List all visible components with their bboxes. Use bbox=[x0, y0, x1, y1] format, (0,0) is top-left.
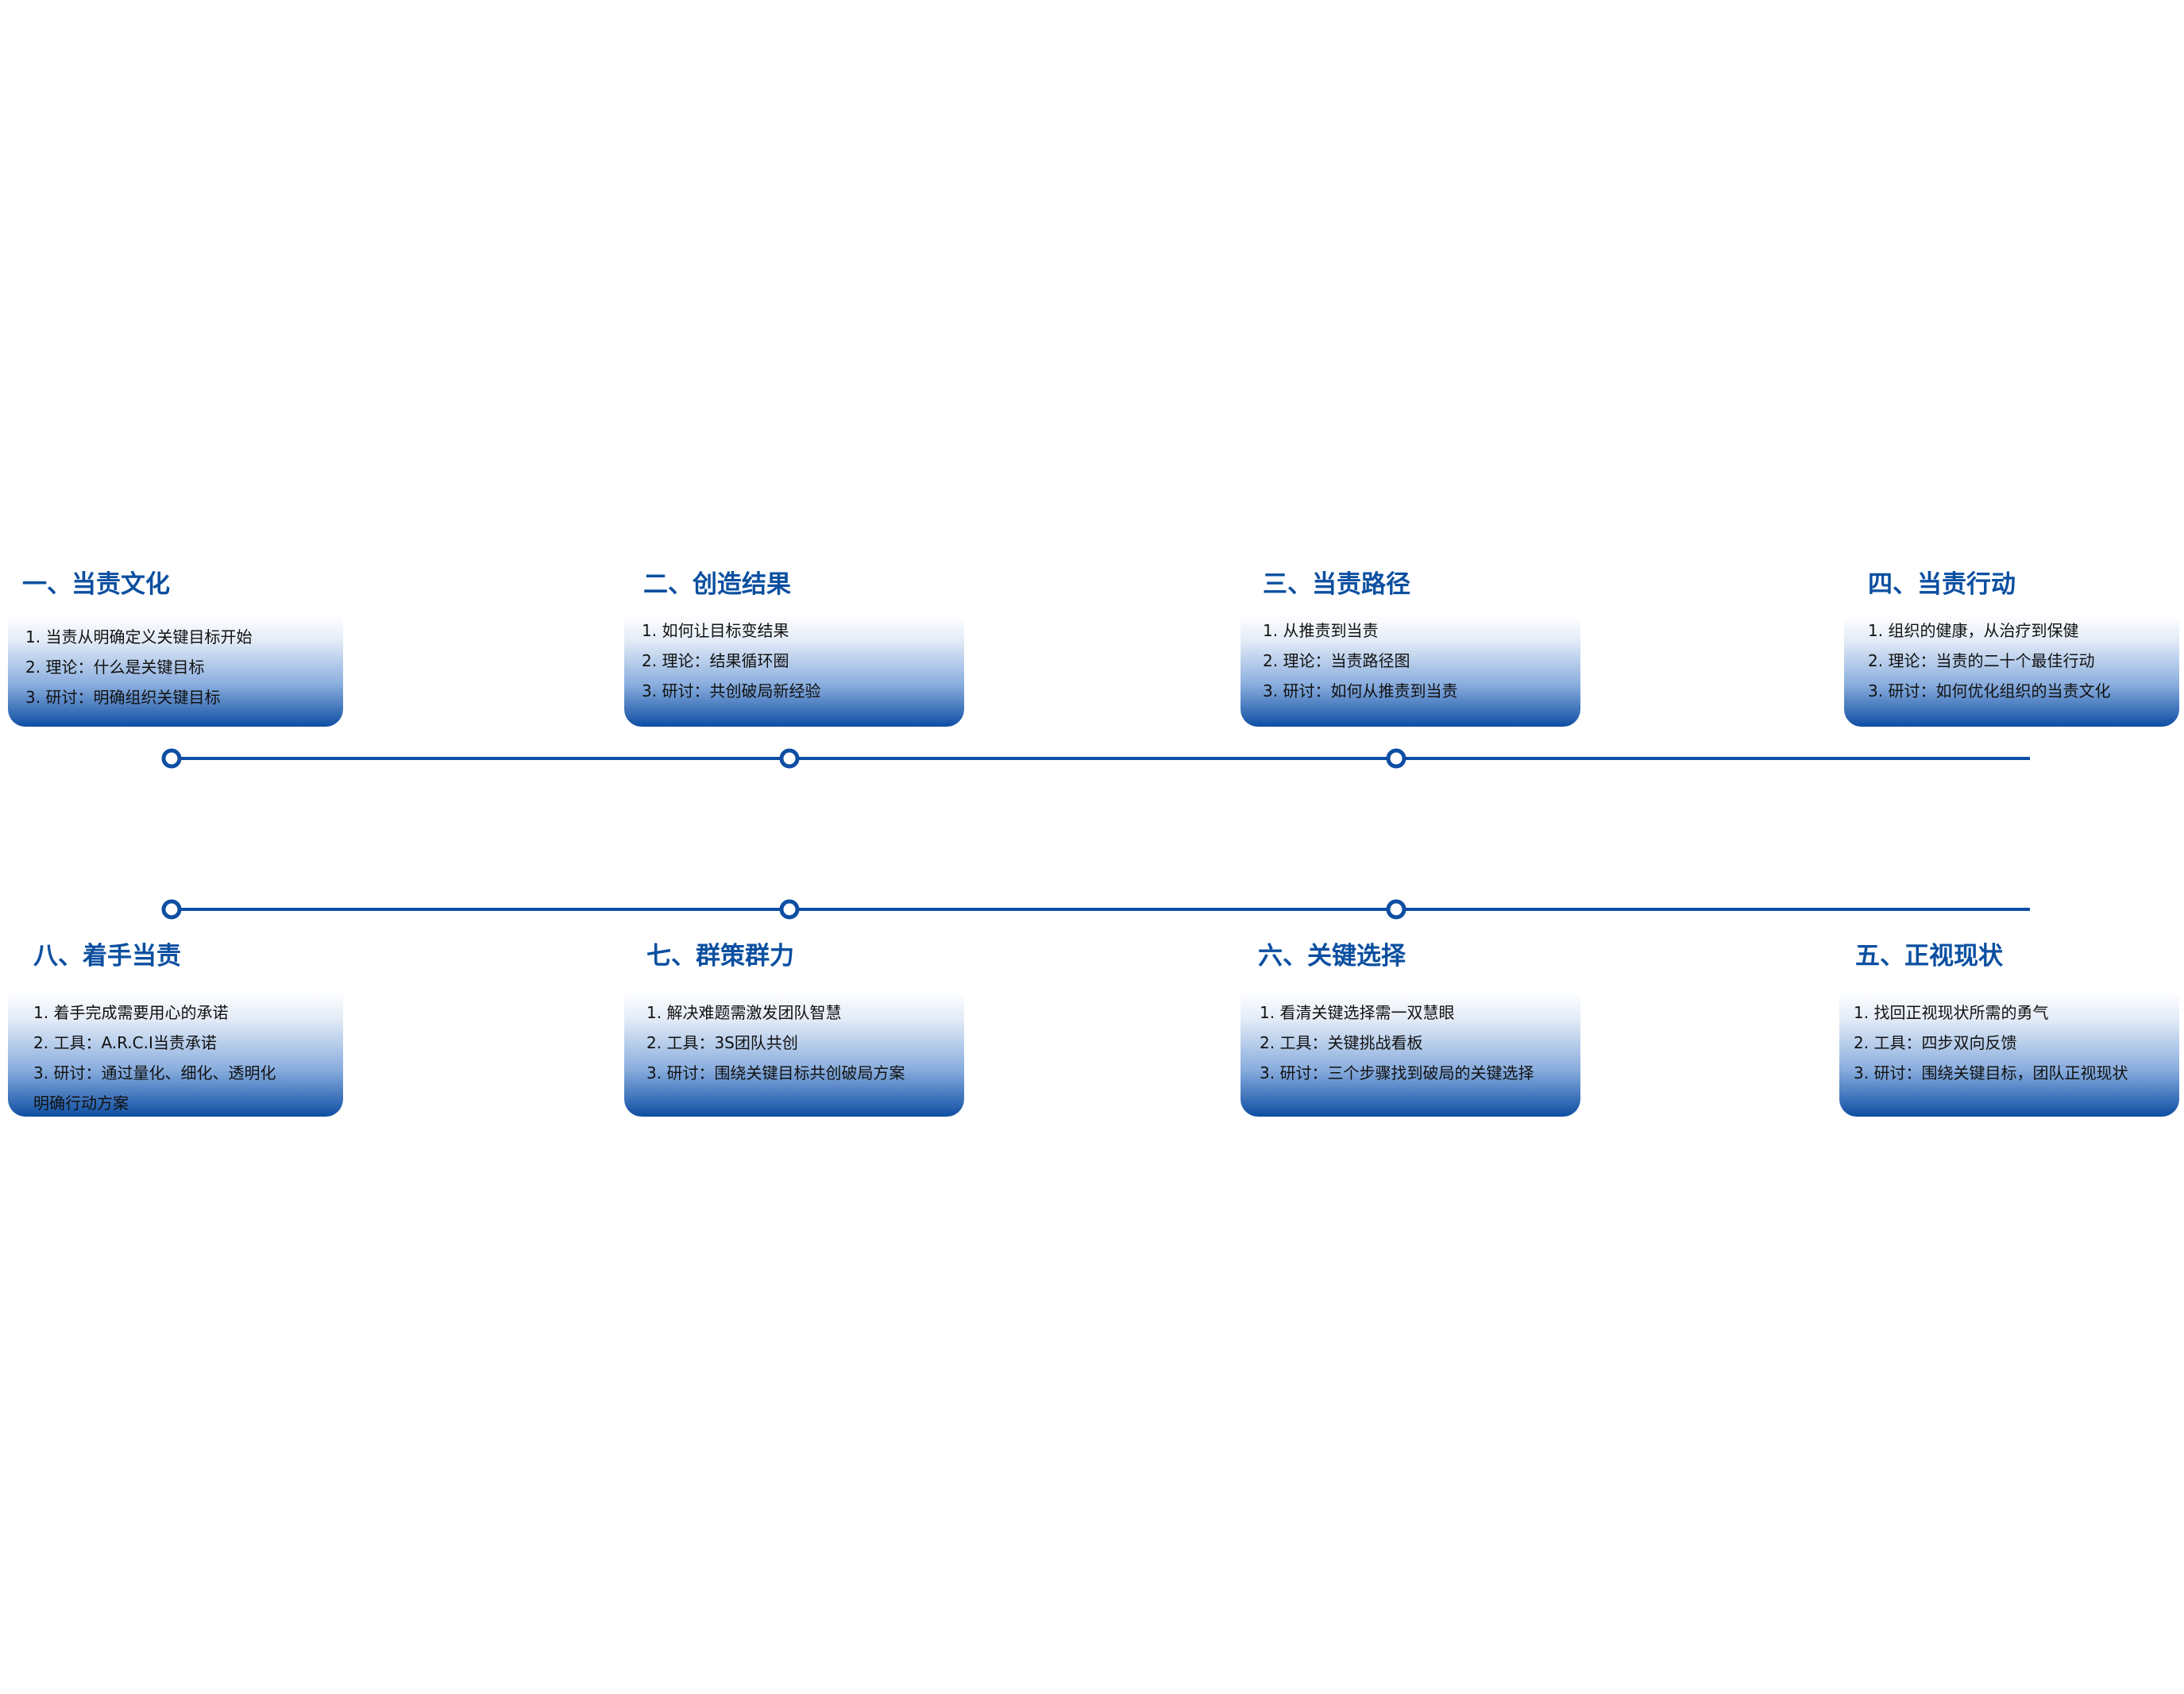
stage-6-item-1: 1. 看清关键选择需一双慧眼 bbox=[1260, 1003, 1455, 1022]
stage-8-item-2: 2. 工具：A.R.C.I当责承诺 bbox=[33, 1033, 217, 1052]
stage-4-card: 1. 组织的健康，从治疗到保健 2. 理论：当责的二十个最佳行动 3. 研讨：如… bbox=[1844, 615, 2179, 727]
stage-2-title: 二、创造结果 bbox=[643, 570, 791, 599]
stage-2-item-3: 3. 研讨：共创破局新经验 bbox=[642, 681, 821, 700]
stage-6-card: 1. 看清关键选择需一双慧眼 2. 工具：关键挑战看板 3. 研讨：三个步骤找到… bbox=[1241, 991, 1580, 1117]
stage-3-card: 1. 从推责到当责 2. 理论：当责路径图 3. 研讨：如何从推责到当责 bbox=[1241, 615, 1580, 727]
stage-3-item-1: 1. 从推责到当责 bbox=[1263, 621, 1379, 640]
stage-1-card: 1. 当责从明确定义关键目标开始 2. 理论：什么是关键目标 3. 研讨：明确组… bbox=[8, 615, 343, 727]
stage-7-title: 七、群策群力 bbox=[646, 942, 794, 970]
stage-8-card: 1. 着手完成需要用心的承诺 2. 工具：A.R.C.I当责承诺 3. 研讨：通… bbox=[8, 991, 343, 1117]
stage-1-item-3: 3. 研讨：明确组织关键目标 bbox=[25, 688, 221, 707]
stage-3-title: 三、当责路径 bbox=[1263, 570, 1410, 599]
stage-1-item-2: 2. 理论：什么是关键目标 bbox=[25, 658, 205, 677]
stage-1-title: 一、当责文化 bbox=[22, 570, 170, 599]
stage-7-item-3: 3. 研讨：围绕关键目标共创破局方案 bbox=[646, 1063, 905, 1082]
stage-7-item-2: 2. 工具：3S团队共创 bbox=[646, 1033, 798, 1052]
stage-5-item-1: 1. 找回正视现状所需的勇气 bbox=[1854, 1003, 2049, 1022]
stage-4-item-2: 2. 理论：当责的二十个最佳行动 bbox=[1868, 651, 2095, 670]
stage-6-item-2: 2. 工具：关键挑战看板 bbox=[1260, 1033, 1423, 1052]
stage-8-title: 八、着手当责 bbox=[33, 942, 181, 970]
stage-3-item-3: 3. 研讨：如何从推责到当责 bbox=[1263, 681, 1458, 700]
stage-8-item-4: 明确行动方案 bbox=[33, 1094, 129, 1113]
timeline-node-8 bbox=[161, 899, 182, 920]
stage-6-title: 六、关键选择 bbox=[1258, 942, 1406, 970]
timeline-node-7 bbox=[779, 899, 800, 920]
stage-1-item-1: 1. 当责从明确定义关键目标开始 bbox=[25, 627, 253, 646]
stage-4-item-1: 1. 组织的健康，从治疗到保健 bbox=[1868, 621, 2079, 640]
stage-5-item-2: 2. 工具：四步双向反馈 bbox=[1854, 1033, 2017, 1052]
stage-5-card: 1. 找回正视现状所需的勇气 2. 工具：四步双向反馈 3. 研讨：围绕关键目标… bbox=[1839, 991, 2179, 1117]
timeline-node-1 bbox=[161, 748, 182, 769]
timeline-node-2 bbox=[779, 748, 800, 769]
stage-4-title: 四、当责行动 bbox=[1868, 570, 2016, 599]
stage-4-item-3: 3. 研讨：如何优化组织的当责文化 bbox=[1868, 681, 2111, 700]
stage-8-item-3: 3. 研讨：通过量化、细化、透明化 bbox=[33, 1063, 276, 1082]
timeline-node-6 bbox=[1386, 899, 1406, 920]
stage-8-item-1: 1. 着手完成需要用心的承诺 bbox=[33, 1003, 229, 1022]
stage-7-item-1: 1. 解决难题需激发团队智慧 bbox=[646, 1003, 842, 1022]
stage-5-title: 五、正视现状 bbox=[1855, 942, 2003, 970]
stage-7-card: 1. 解决难题需激发团队智慧 2. 工具：3S团队共创 3. 研讨：围绕关键目标… bbox=[624, 991, 964, 1117]
stage-2-card: 1. 如何让目标变结果 2. 理论：结果循环圈 3. 研讨：共创破局新经验 bbox=[624, 615, 964, 727]
timeline-node-3 bbox=[1386, 748, 1406, 769]
stage-2-item-2: 2. 理论：结果循环圈 bbox=[642, 651, 789, 670]
stage-3-item-2: 2. 理论：当责路径图 bbox=[1263, 651, 1410, 670]
stage-6-item-3: 3. 研讨：三个步骤找到破局的关键选择 bbox=[1260, 1063, 1534, 1082]
stage-2-item-1: 1. 如何让目标变结果 bbox=[642, 621, 789, 640]
stage-5-item-3: 3. 研讨：围绕关键目标，团队正视现状 bbox=[1854, 1063, 2128, 1082]
